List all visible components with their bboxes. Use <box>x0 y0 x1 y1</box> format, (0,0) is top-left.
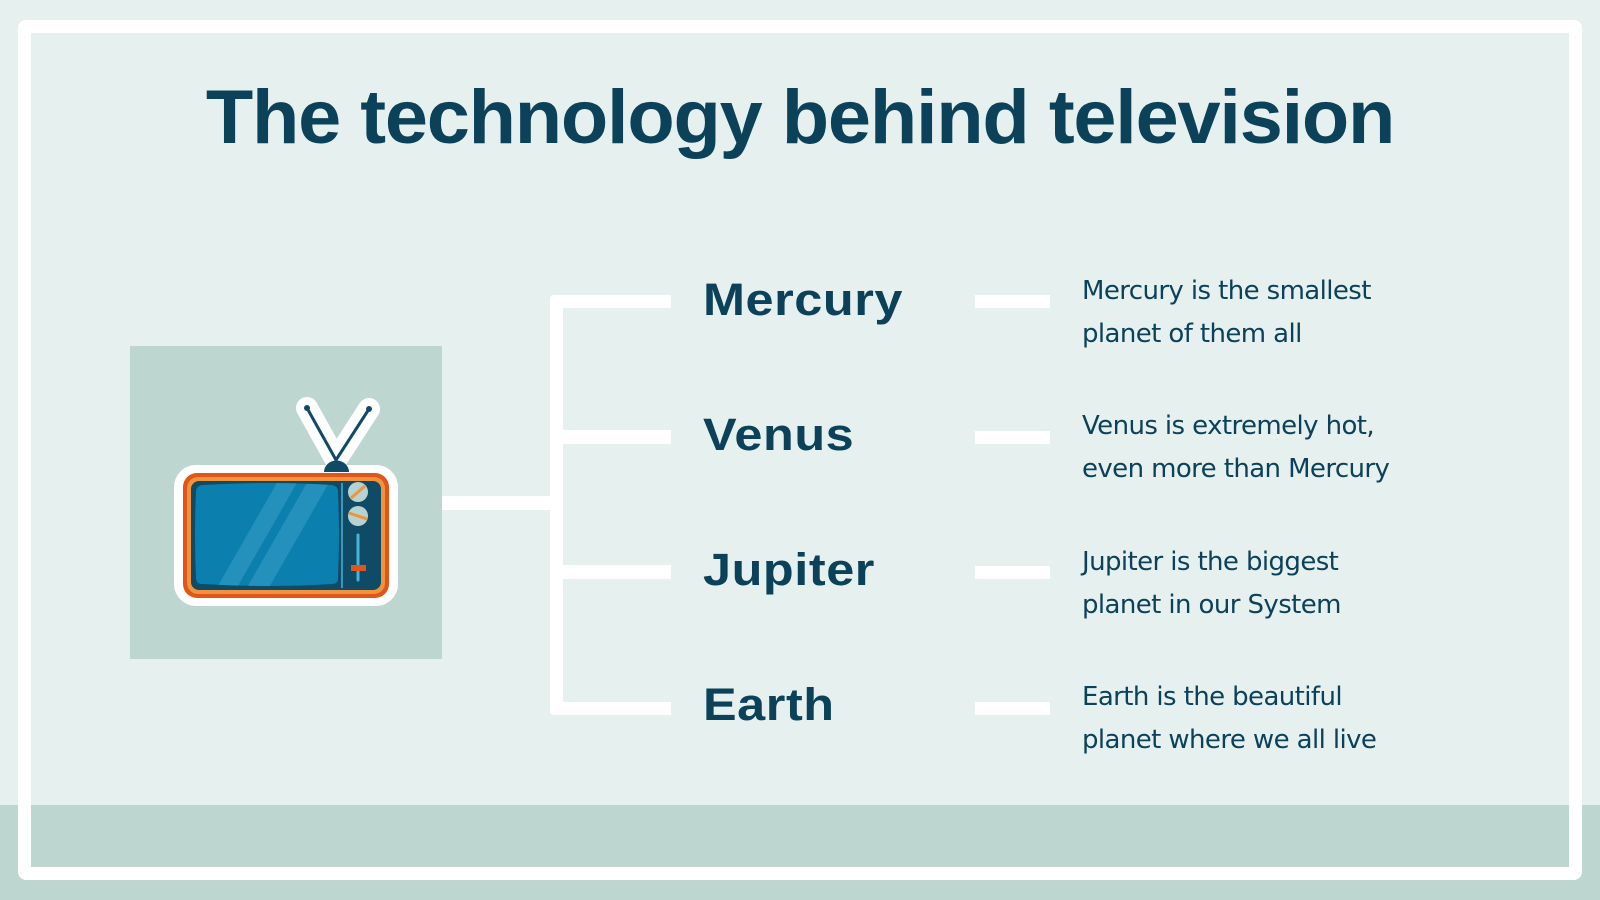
bottom-band <box>0 805 1600 900</box>
description-line: Jupiter is the biggest <box>1082 547 1339 577</box>
dash-mercury <box>975 295 1050 308</box>
retro-tv-icon <box>174 397 398 606</box>
dash-jupiter <box>975 566 1050 579</box>
slide-title: The technology behind television <box>205 75 1396 160</box>
description-line: Mercury is the smallest <box>1082 276 1371 306</box>
item-title-venus: Venus <box>703 409 855 460</box>
item-title-jupiter: Jupiter <box>703 544 875 595</box>
dash-earth <box>975 702 1050 715</box>
description-line: planet in our System <box>1082 590 1341 620</box>
description-line: planet of them all <box>1082 319 1302 349</box>
branch-venus <box>550 430 671 444</box>
connector-horizontal <box>442 496 554 510</box>
description-line: planet where we all live <box>1082 725 1377 755</box>
description-line: Venus is extremely hot, <box>1082 411 1375 441</box>
branch-earth <box>550 702 671 715</box>
item-description-mercury: Mercury is the smallest planet of them a… <box>1082 270 1522 356</box>
item-title-earth: Earth <box>703 679 835 730</box>
item-description-earth: Earth is the beautiful planet where we a… <box>1082 676 1522 762</box>
branch-mercury <box>550 295 671 308</box>
description-line: even more than Mercury <box>1082 454 1390 484</box>
dash-venus <box>975 431 1050 444</box>
description-line: Earth is the beautiful <box>1082 682 1343 712</box>
illustration-box <box>130 346 442 659</box>
slide-frame <box>18 20 1582 880</box>
item-description-jupiter: Jupiter is the biggest planet in our Sys… <box>1082 541 1522 627</box>
item-description-venus: Venus is extremely hot, even more than M… <box>1082 405 1522 491</box>
branch-jupiter <box>550 565 671 579</box>
connector-vertical <box>550 295 563 715</box>
item-title-mercury: Mercury <box>703 274 904 325</box>
